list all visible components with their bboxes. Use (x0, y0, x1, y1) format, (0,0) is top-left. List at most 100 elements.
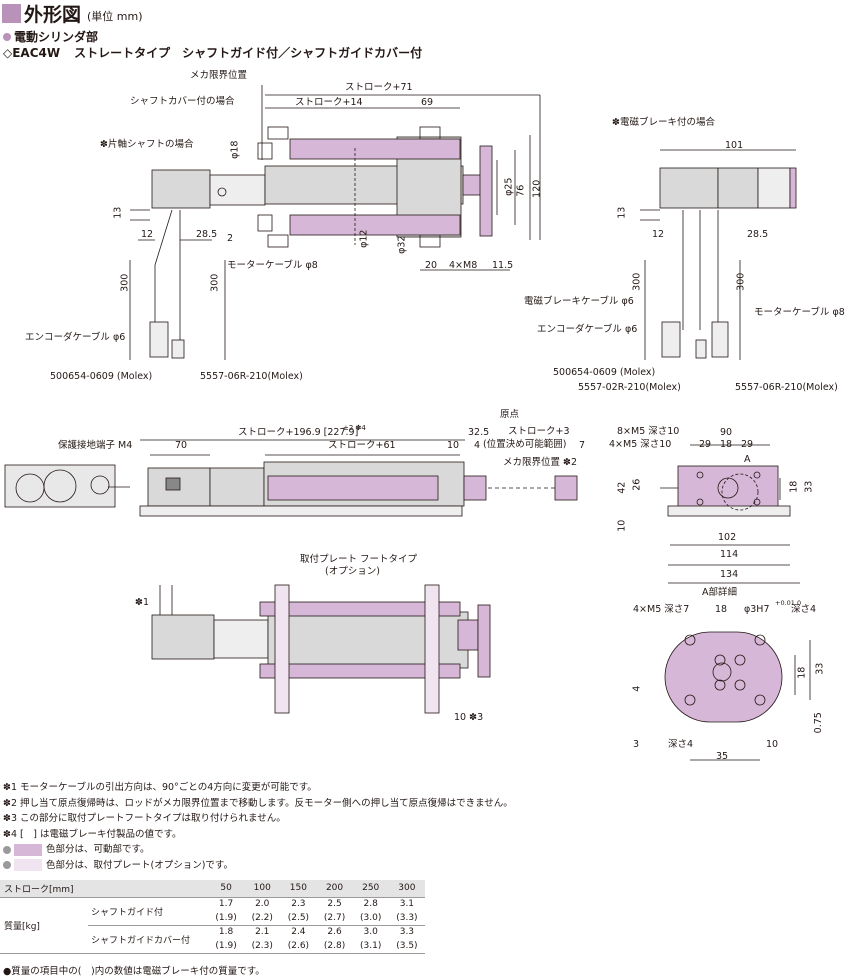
dim-69: 69 (421, 97, 434, 108)
mass-table: ストローク[mm] 50 100 150 200 250 300 質量[kg] … (0, 880, 425, 954)
motor-cable-label: モーターケーブル φ8 (227, 260, 318, 271)
view-top (129, 85, 541, 360)
dim-phi12: φ12 (358, 229, 370, 248)
motor-body (151, 169, 211, 209)
dim-300c: 300 (631, 272, 643, 291)
table-cell: (2.5) (280, 911, 317, 926)
dim-18b: 18 (788, 480, 800, 493)
foot-plate-label: 取付プレート フートタイプ (300, 554, 418, 565)
dim-13a: 13 (112, 206, 124, 219)
molex2-label: 5557-06R-210(Molex) (200, 371, 303, 382)
dim-102: 102 (718, 532, 737, 543)
table-cell: (3.1) (352, 939, 389, 954)
front-face (677, 465, 779, 513)
notes: ✽1 モーターケーブルの引出方向は、90°ごとの4方向に変更が可能です。 ✽2 … (3, 780, 513, 873)
single-shaft-label: ✽片軸シャフトの場合 (100, 139, 194, 150)
m5-7-label: 4×M5 深さ7 (633, 604, 690, 615)
brake-cable-label: 電磁ブレーキケーブル φ6 (524, 296, 634, 307)
table-cell: 2.5 (327, 899, 342, 910)
dim-4b: 4 (631, 685, 643, 692)
table-cell: (2.6) (280, 939, 317, 954)
model-desc: ストレートタイプ シャフトガイド付／シャフトガイドカバー付 (74, 46, 423, 60)
a-mark: A (744, 454, 751, 465)
table-header-cell: 200 (316, 880, 353, 898)
dim-101: 101 (725, 140, 744, 151)
tab-top-left (267, 126, 289, 140)
table-cell: 3.3 (399, 927, 415, 938)
note-4: ✽4 [ ] は電磁ブレーキ付製品の値です。 (3, 828, 182, 840)
dim-42: 42 (616, 481, 628, 494)
footnote: ●質量の項目中の( )内の数値は電磁ブレーキ付の質量です。 (3, 966, 265, 977)
table-header-cell: 150 (280, 880, 317, 898)
m5-10-label: 8×M5 深さ10 (617, 426, 680, 437)
table-cell: 2.0 (255, 899, 270, 910)
dim-m8: 4×M8 (449, 260, 478, 271)
dim-29b: 29 (741, 439, 754, 450)
phi3h7-label: φ3H7 (744, 604, 770, 615)
legend-plate-text: 色部分は、取付プレート(オプション)です。 (46, 859, 233, 871)
depth4-label: 深さ4 (791, 604, 817, 615)
dim-33a: 33 (803, 480, 815, 493)
note-1: ✽1 モーターケーブルの引出方向は、90°ごとの4方向に変更が可能です。 (3, 782, 317, 793)
dim-7: 7 (579, 440, 586, 451)
bullet-icon (3, 861, 11, 870)
guide-shaft-top (289, 138, 461, 160)
plate-swatch (14, 859, 42, 872)
end-plate (479, 145, 493, 237)
dim-10b: 10 (616, 519, 628, 532)
stroke71-label: ストローク+71 (345, 82, 413, 93)
table-header: ストローク[mm] 50 100 150 200 250 300 (0, 880, 425, 898)
view-front (660, 444, 800, 584)
m5-10b-label: 4×M5 深さ10 (609, 439, 672, 450)
molex1-label: 500654-0609 (Molex) (50, 371, 153, 382)
table-cell: (1.9) (208, 939, 245, 954)
moving-swatch (14, 843, 42, 856)
dim-90: 90 (720, 427, 733, 438)
title-marker (2, 3, 21, 23)
legend-plate: 色部分は、取付プレート(オプション)です。 (3, 858, 513, 874)
dim-10c: 10 ✽3 (454, 712, 484, 723)
tab-bottom-left (267, 234, 289, 248)
dim-115: 11.5 (492, 260, 514, 271)
stroke61-label: ストローク+61 (328, 440, 396, 451)
table-header-cell: 250 (352, 880, 389, 898)
table-row-label: シャフトガイド付 (88, 897, 208, 926)
option-label: (オプション) (325, 566, 380, 577)
stroke3-label: ストローク+3 (508, 426, 570, 437)
category-label: 電動シリンダ部 (14, 30, 99, 44)
table-cell: (3.0) (352, 911, 389, 926)
bullet-icon (3, 33, 11, 41)
view-side (4, 439, 578, 517)
table-cell: 1.8 (218, 927, 234, 938)
brake-case-label: ✽電磁ブレーキ付の場合 (612, 117, 715, 128)
page-title: 外形図 (24, 3, 82, 26)
dim-114: 114 (720, 549, 739, 560)
dim-120: 120 (531, 179, 543, 198)
star1-label: ✽1 (135, 597, 150, 608)
dim-phi18: φ18 (229, 140, 241, 159)
dim-325: 32.5 (468, 427, 490, 438)
table-row: 質量[kg] シャフトガイド付 1.7 2.0 2.3 2.5 2.8 3.1 (0, 897, 425, 954)
bullet-icon (3, 845, 11, 854)
meka-label: メカ限界位置 (190, 70, 248, 81)
dim-26: 26 (631, 478, 643, 491)
table-cell: (1.9) (208, 911, 245, 926)
dim-18c: 18 (715, 604, 728, 615)
dim-20: 20 (425, 260, 438, 271)
dim-300a: 300 (119, 273, 131, 292)
tol-label: +0.01 0 (775, 599, 802, 607)
table-cell: 1.7 (218, 899, 234, 910)
note-3: ✽3 この部分に取付プレートフートタイプは取り付けられません。 (3, 813, 286, 824)
motor-cable2-label: モーターケーブル φ8 (754, 307, 845, 318)
encoder-cable2-label: エンコーダケーブル φ6 (537, 324, 638, 335)
meka2-label: メカ限界位置 ✽2 (503, 457, 578, 468)
table-cell: 2.1 (255, 927, 270, 938)
dim-12a: 12 (141, 229, 154, 240)
dim-18a: 18 (720, 439, 733, 450)
view-brake (640, 149, 797, 360)
stroke14-label: ストローク+14 (295, 97, 363, 108)
note-2: ✽2 押し当て原点復帰時は、ロッドがメカ限界位置まで移動します。反モーター側への… (3, 797, 513, 809)
dim-phi32: φ32 (396, 235, 408, 254)
table-header-cell: 100 (244, 880, 281, 898)
